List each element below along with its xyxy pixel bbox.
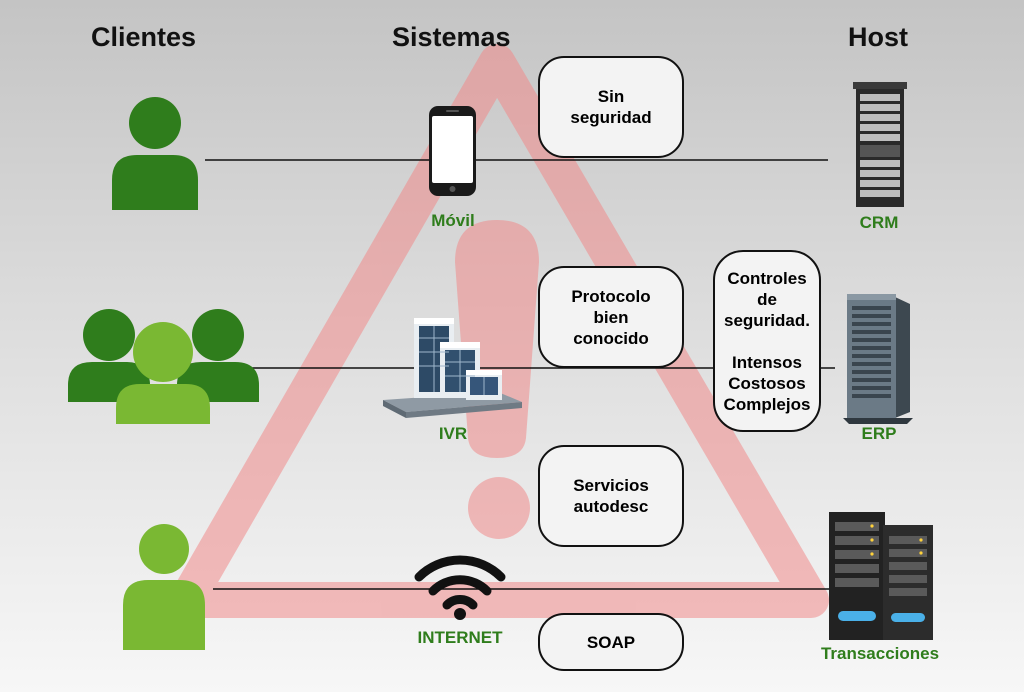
group-icon (68, 309, 259, 424)
column-header-host: Host (848, 22, 908, 52)
bubble-no-security: Sin seguridad (538, 56, 684, 158)
system-label-ivr: IVR (438, 424, 468, 443)
column-header-systems: Sistemas (392, 22, 511, 52)
bubble-known-protocol: Protocolo bien conocido (538, 266, 684, 368)
person-icon (112, 97, 198, 210)
column-header-clients: Clientes (91, 22, 197, 52)
server-tower-icon (843, 294, 913, 424)
system-label-mobile: Móvil (431, 211, 475, 230)
bubble-security-controls: Controles de seguridad. Intensos Costoso… (713, 250, 821, 432)
person-icon (123, 524, 205, 650)
server-rack-icon (829, 512, 933, 640)
smartphone-icon (429, 106, 476, 196)
server-tower-icon (853, 82, 907, 207)
system-label-internet: INTERNET (417, 628, 503, 647)
wifi-icon (414, 555, 506, 610)
bubble-services: Servicios autodesc (538, 445, 684, 547)
wifi-dot (454, 608, 466, 620)
host-label-crm: CRM (859, 213, 899, 232)
bubble-soap: SOAP (538, 613, 684, 671)
office-building-icon (383, 318, 522, 418)
host-label-erp: ERP (861, 424, 897, 443)
host-label-transactions: Transacciones (820, 644, 940, 663)
